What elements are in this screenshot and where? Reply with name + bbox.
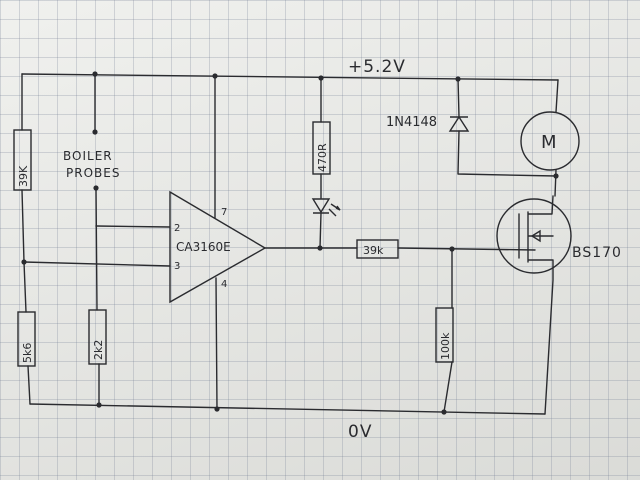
ground-label: 0V xyxy=(348,422,372,442)
probes-label-line1: BOILER xyxy=(63,149,113,163)
resistor-470r xyxy=(312,121,331,175)
pin7-label: 7 xyxy=(221,207,227,218)
led-branch-wire xyxy=(319,77,322,249)
probes-label-line2: PROBES xyxy=(66,166,120,180)
resistor-100k xyxy=(435,307,454,363)
label-2k2: 2k2 xyxy=(92,340,105,360)
opamp-power-wire xyxy=(214,75,218,411)
diode-label: 1N4148 xyxy=(386,115,437,130)
motor-label: M xyxy=(541,132,557,153)
led-light-arrows xyxy=(328,203,341,217)
label-470r: 470R xyxy=(316,143,329,172)
resistor-5k6 xyxy=(17,311,36,367)
opamp-symbol xyxy=(169,190,267,304)
junction-dots xyxy=(21,71,559,415)
opamp-label: CA3160E xyxy=(176,240,231,254)
supply-rail xyxy=(21,73,559,81)
ground-rail xyxy=(29,403,546,415)
mosfet-internal xyxy=(518,195,554,415)
pin2-label: 2 xyxy=(174,223,180,234)
opamp-output-wire xyxy=(264,247,536,251)
inverting-input-wire xyxy=(95,225,171,228)
resistor-39k-left xyxy=(13,129,32,191)
label-39k-gate: 39k xyxy=(363,244,384,257)
pulldown-wire xyxy=(443,248,453,413)
mosfet-arrow xyxy=(530,229,541,243)
supply-label: +5.2V xyxy=(348,57,406,77)
mosfet-label: BS170 xyxy=(572,245,622,261)
led-symbol xyxy=(311,198,331,214)
resistor-39k-gate xyxy=(356,239,399,259)
diode-symbol xyxy=(448,115,470,132)
pin3-label: 3 xyxy=(174,261,180,272)
noninverting-input-wire xyxy=(23,261,171,267)
label-39k-left: 39K xyxy=(17,165,30,187)
diode-wire xyxy=(457,77,557,177)
label-100k: 100k xyxy=(439,332,452,360)
resistor-2k2 xyxy=(88,309,107,365)
pin4-label: 4 xyxy=(221,279,227,290)
probe-wire-bottom xyxy=(95,187,100,406)
label-5k6: 5k6 xyxy=(21,343,34,363)
mosfet-circle xyxy=(496,198,572,274)
motor-circle xyxy=(520,111,580,171)
